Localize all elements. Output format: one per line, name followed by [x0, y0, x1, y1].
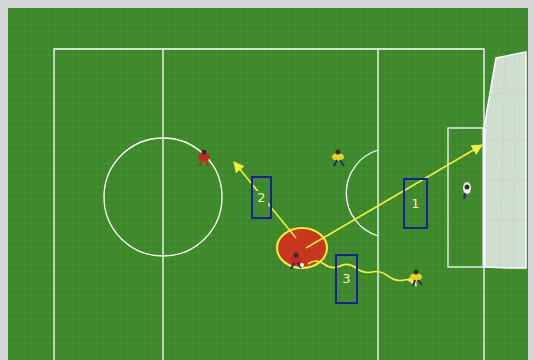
- goal-area: [448, 128, 484, 267]
- halfway-line: [162, 49, 163, 360]
- callout-box: 3: [335, 254, 358, 304]
- callout-box: 2: [251, 176, 272, 219]
- callout-number: 2: [255, 191, 267, 205]
- callout-box: 1: [403, 178, 428, 229]
- red-player: [198, 150, 210, 167]
- action-arrows: [234, 145, 482, 286]
- centre-circle: [104, 138, 222, 256]
- penalty-arc: [346, 150, 378, 236]
- grass: [8, 8, 528, 360]
- goal-net: [484, 52, 526, 268]
- callout-number: 1: [409, 197, 421, 211]
- touchline: [54, 49, 484, 360]
- yellow-player: [410, 270, 422, 287]
- callout-number: 3: [340, 272, 352, 286]
- penalty-area-line: [377, 49, 378, 360]
- dribble-arrow: [308, 261, 416, 286]
- goalkeeper: [463, 182, 471, 199]
- pitch-lines: [54, 49, 484, 360]
- shot-arrow: [306, 145, 482, 248]
- yellow-player: [332, 150, 344, 167]
- red-player-ball: [290, 253, 304, 270]
- pass-arrow: [234, 162, 296, 238]
